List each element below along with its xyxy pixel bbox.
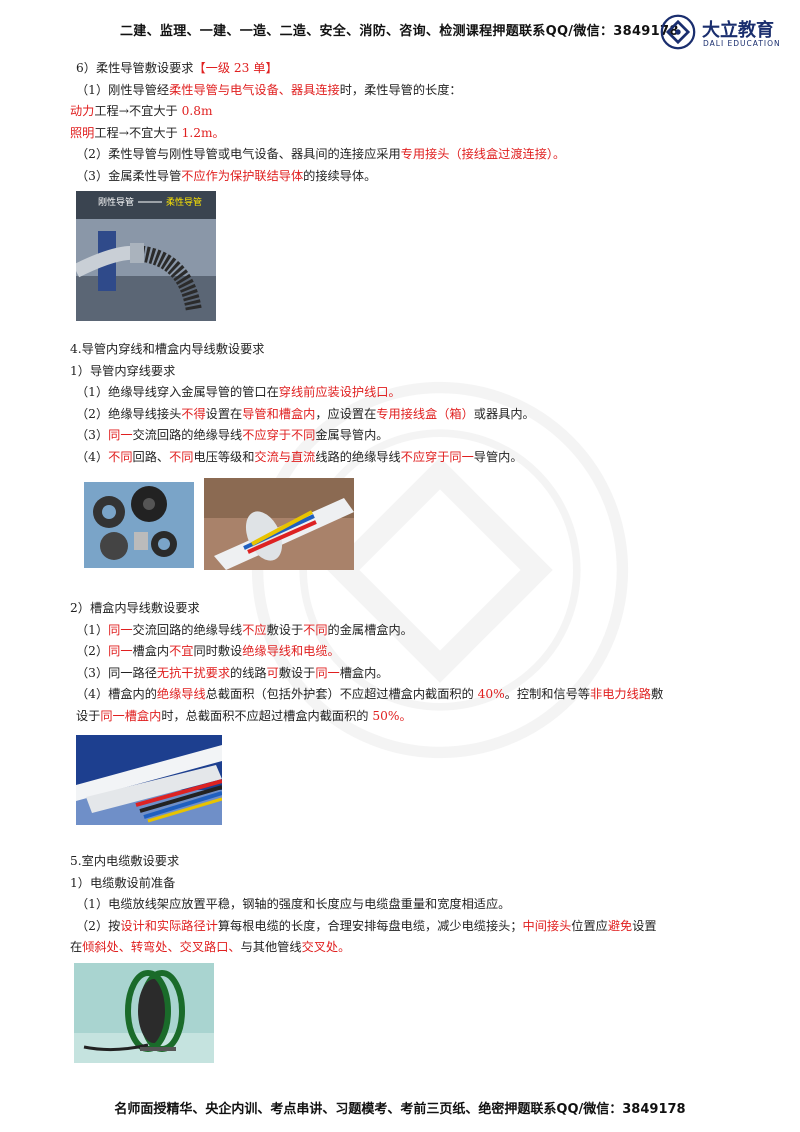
cable-tray-photo xyxy=(76,735,222,825)
s4-a2: （2）绝缘导线接头不得设置在导管和槽盒内，应设置在专用接线盒（箱）或器具内。 xyxy=(76,406,535,421)
brand-logo: 大立教育 DALI EDUCATION xyxy=(660,14,790,54)
s6-line-2: 动力工程→不宜大于 0.8m xyxy=(70,104,213,118)
section-6-title: 6）柔性导管敷设要求【一级 23 单】 xyxy=(76,61,278,75)
section-5-title: 5.室内电缆敷设要求 xyxy=(70,854,180,868)
header-contact-text: 二建、监理、一建、一造、二造、安全、消防、咨询、检测课程押题联系QQ/微信：38… xyxy=(120,24,679,39)
s6-line-3: 照明工程→不宜大于 1.2m。 xyxy=(70,125,225,140)
page-header: 二建、监理、一建、一造、二造、安全、消防、咨询、检测课程押题联系QQ/微信：38… xyxy=(0,14,800,54)
conduit-photos xyxy=(76,474,776,574)
s4-b2: （2）同一槽盒内不宜同时敷设绝缘导线和电缆。 xyxy=(76,644,340,658)
s5-c3: 在倾斜处、转弯处、交叉路口、与其他管线交叉处。 xyxy=(70,940,351,954)
section-4-sub1: 1）导管内穿线要求 xyxy=(70,363,176,378)
page-footer: 名师面授精华、央企内训、考点串讲、习题模考、考前三页纸、绝密押题联系QQ/微信：… xyxy=(114,1102,686,1117)
s4-a3: （3）同一交流回路的绝缘导线不应穿于不同金属导管内。 xyxy=(76,428,389,442)
section-4-title: 4.导管内穿线和槽盒内导线敷设要求 xyxy=(70,342,265,356)
bushing-parts-photo xyxy=(84,482,194,568)
document-body: 6）柔性导管敷设要求【一级 23 单】 （1）刚性导管经柔性导管与电气设备、器具… xyxy=(70,58,776,1067)
s6-line-1: （1）刚性导管经柔性导管与电气设备、器具连接时，柔性导管的长度： xyxy=(76,82,462,97)
section-5-sub1: 1）电缆敷设前准备 xyxy=(70,875,176,890)
wires-in-pipe-photo xyxy=(204,478,354,570)
s4-b4: （4）槽盒内的绝缘导线总截面积（包括外护套）不应超过槽盒内截面积的 40%。控制… xyxy=(76,687,664,701)
s5-c2: （2）按设计和实际路径计算每根电缆的长度，合理安排每盘电缆，减少电缆接头；中间接… xyxy=(76,918,657,933)
flexible-conduit-photo: 刚性导管 柔性导管 xyxy=(76,191,216,321)
logo-english-name: DALI EDUCATION xyxy=(703,39,781,48)
logo-chinese-name: 大立教育 xyxy=(702,20,774,41)
s4-b3: （3）同一路径无抗干扰要求的线路可敷设于同一槽盒内。 xyxy=(76,665,389,680)
s6-line-4: （2）柔性导管与刚性导管或电气设备、器具间的连接应采用专用接头（接线盒过渡连接）… xyxy=(76,147,566,161)
s4-b1: （1）同一交流回路的绝缘导线不应敷设于不同的金属槽盒内。 xyxy=(76,622,413,637)
section-4-sub2: 2）槽盒内导线敷设要求 xyxy=(70,601,200,615)
s6-line-5: （3）金属柔性导管不应作为保护联结导体的接续导体。 xyxy=(76,168,377,183)
s4-b5: 设于同一槽盒内时，总截面积不应超过槽盒内截面积的 50%。 xyxy=(76,708,412,723)
s4-a1: （1）绝缘导线穿入金属导管的管口在穿线前应装设护线口。 xyxy=(76,385,401,399)
s4-a4: （4）不同回路、不同电压等级和交流与直流线路的绝缘导线不应穿于同一导管内。 xyxy=(76,449,523,464)
s5-c1: （1）电缆放线架应放置平稳，钢轴的强度和长度应与电缆盘重量和宽度相适应。 xyxy=(76,897,511,911)
svg-text:柔性导管: 柔性导管 xyxy=(166,196,202,208)
logo-emblem-icon xyxy=(660,14,696,50)
cable-reel-photo xyxy=(74,962,214,1063)
svg-text:刚性导管: 刚性导管 xyxy=(98,196,134,208)
